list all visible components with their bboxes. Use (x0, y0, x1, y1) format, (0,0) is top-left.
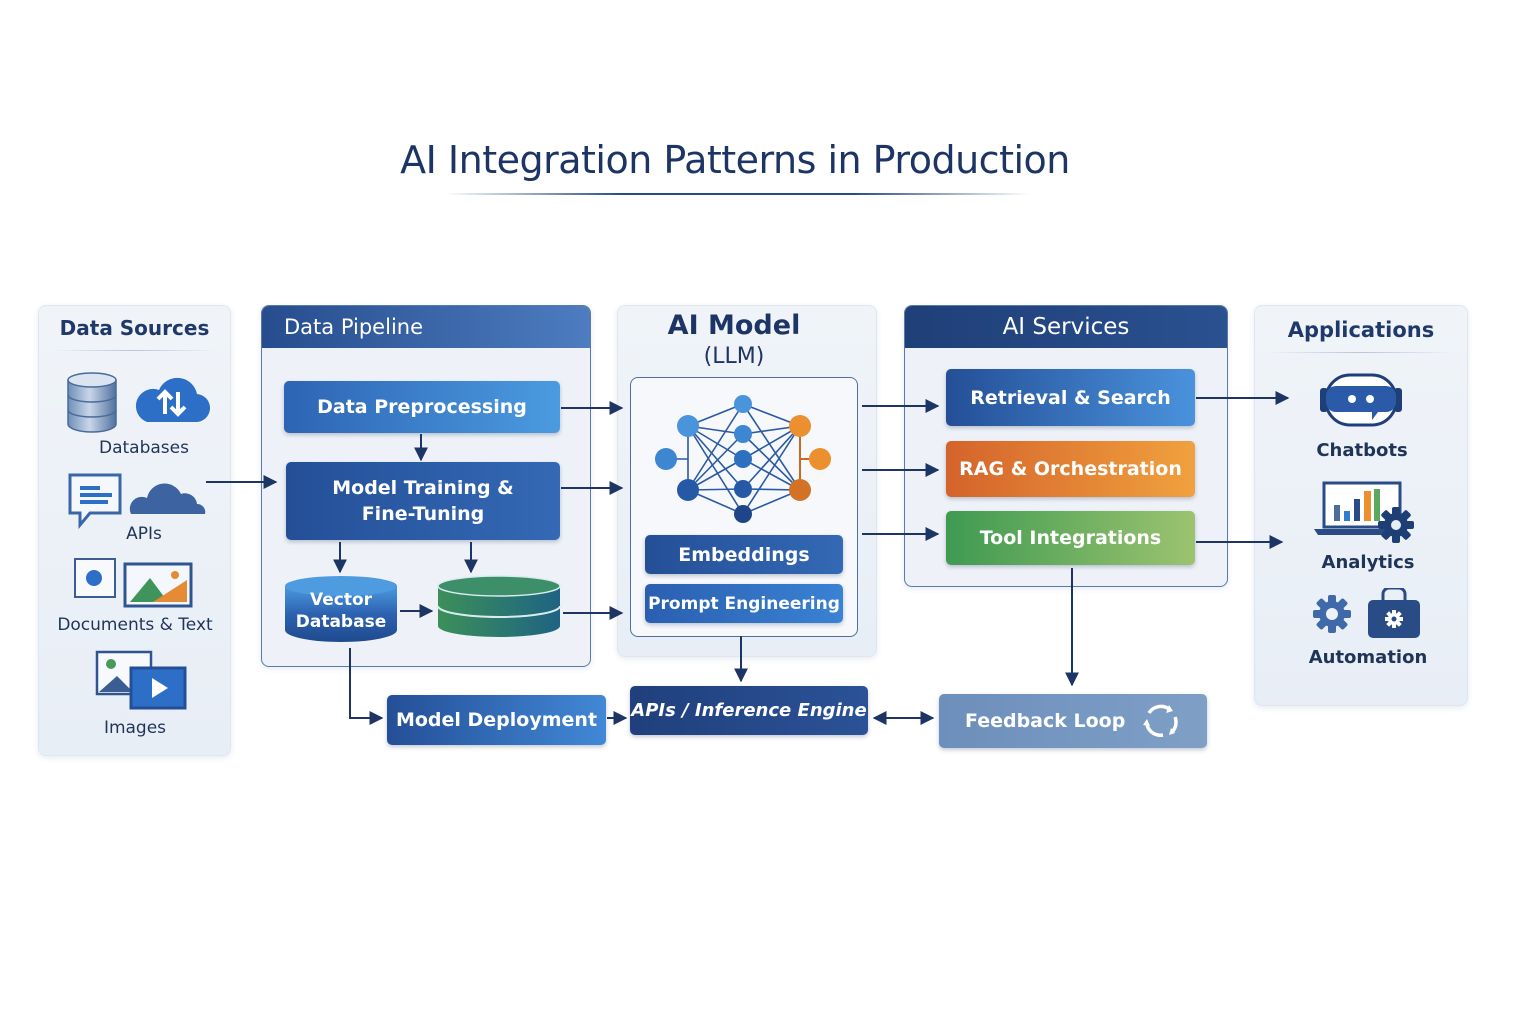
image-video-icon (95, 650, 187, 710)
app-label-automation: Automation (1308, 647, 1428, 668)
model-deployment-box[interactable]: Model Deployment (387, 695, 606, 745)
source-label-images: Images (103, 718, 167, 738)
embeddings-box[interactable]: Embeddings (645, 535, 843, 574)
data-sources-title: Data Sources (59, 316, 210, 340)
vector-db-line1: Vector (309, 590, 373, 610)
storage-cylinder[interactable] (436, 574, 562, 640)
source-label-documents: Documents & Text (57, 615, 213, 635)
divider (51, 350, 218, 351)
vector-db-line2: Database (295, 612, 387, 632)
model-training-line2: Fine-Tuning (361, 503, 485, 525)
model-training-line1: Model Training & (332, 477, 514, 499)
prompt-engineering-box[interactable]: Prompt Engineering (645, 584, 843, 623)
model-training-box[interactable]: Model Training & Fine-Tuning (286, 462, 560, 540)
neural-network-icon (655, 395, 831, 523)
retrieval-search-box[interactable]: Retrieval & Search (946, 369, 1195, 426)
title-underline (445, 193, 1030, 195)
ai-services-title: AI Services (1002, 314, 1130, 340)
cloud-sync-icon (135, 377, 211, 423)
chat-document-icon (68, 473, 122, 530)
picture-icon (123, 562, 193, 608)
source-label-apis: APIs (126, 524, 162, 544)
source-label-databases: Databases (99, 438, 189, 458)
app-label-analytics: Analytics (1321, 552, 1415, 573)
cloud-icon (129, 483, 206, 514)
document-icon (74, 558, 116, 598)
chatbot-icon (1320, 373, 1402, 427)
data-pipeline-header: Data Pipeline (262, 306, 590, 348)
data-preprocessing-box[interactable]: Data Preprocessing (284, 381, 560, 433)
database-icon (67, 372, 117, 433)
automation-icon (1313, 588, 1420, 638)
feedback-loop-label: Feedback Loop (965, 710, 1126, 732)
vector-database-cylinder[interactable] (283, 574, 399, 644)
feedback-loop-box[interactable]: Feedback Loop (939, 694, 1207, 748)
ai-model-subtitle: (LLM) (703, 344, 765, 369)
app-label-chatbots: Chatbots (1316, 440, 1408, 461)
divider (1267, 352, 1455, 353)
tool-integrations-box[interactable]: Tool Integrations (946, 511, 1195, 565)
applications-title: Applications (1287, 318, 1435, 342)
ai-model-title: AI Model (667, 310, 801, 341)
arrow-vectordb-to-deployment (349, 648, 384, 725)
ai-services-header: AI Services (905, 306, 1227, 348)
data-sources-panel: Data Sources Databases APIs Documents & … (38, 305, 231, 756)
inference-engine-box[interactable]: APIs / Inference Engine (630, 686, 868, 735)
diagram-title: AI Integration Patterns in Production (400, 138, 1070, 182)
analytics-icon (1314, 481, 1414, 543)
vector-database-label: Vector Database (283, 589, 399, 633)
data-pipeline-title: Data Pipeline (284, 315, 424, 339)
rag-orchestration-box[interactable]: RAG & Orchestration (946, 441, 1195, 497)
refresh-cycle-icon (1143, 704, 1179, 737)
